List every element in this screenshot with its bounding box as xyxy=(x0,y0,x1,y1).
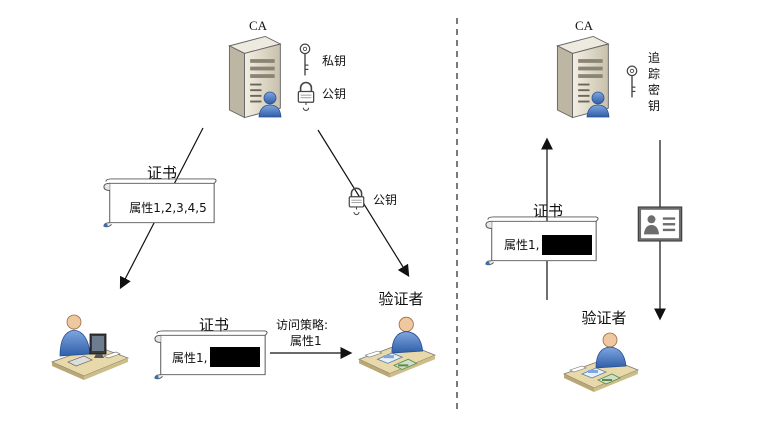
right-verifier-icon xyxy=(563,332,639,393)
private-key-label: 私钥 xyxy=(322,54,346,68)
id-card-icon xyxy=(637,206,683,242)
trace-key-char-1: 追 xyxy=(648,50,660,65)
right-certificate-redaction xyxy=(542,235,592,255)
certificate-bottom-redaction xyxy=(210,347,260,367)
certificate-top-content: 属性1,2,3,4,5 xyxy=(129,201,206,215)
trace-key-char-4: 钥 xyxy=(648,99,660,113)
left-panel: CA 私钥 公钥 证书 属性1,2,3,4,5 公钥 证书 属性1, 访问策略:… xyxy=(51,18,436,381)
private-key-icon xyxy=(299,43,311,77)
public-key-lock-icon xyxy=(297,81,315,112)
certificate-bottom-title: 证书 xyxy=(199,316,229,334)
access-policy-line1: 访问策略: xyxy=(276,317,328,332)
public-key-transfer-label: 公钥 xyxy=(373,193,397,207)
left-verifier-icon xyxy=(358,316,436,379)
access-policy-line2: 属性1 xyxy=(290,334,322,348)
trace-key-icon xyxy=(626,65,638,99)
certificate-bottom-content: 属性1, xyxy=(172,351,207,365)
user-icon xyxy=(51,314,129,381)
left-verifier-label: 验证者 xyxy=(378,290,423,308)
left-ca-label: CA xyxy=(249,18,268,33)
trace-key-char-2: 踪 xyxy=(648,67,660,81)
right-certificate-content: 属性1, xyxy=(504,238,539,252)
right-ca-label: CA xyxy=(575,18,594,33)
trace-key-char-3: 密 xyxy=(648,82,660,97)
right-certificate-title: 证书 xyxy=(533,202,563,220)
right-panel: CA 追 踪 密 钥 证书 属性1, 验证者 xyxy=(485,18,683,393)
certificate-top-title: 证书 xyxy=(147,164,177,182)
public-key-label: 公钥 xyxy=(322,87,346,101)
right-verifier-label: 验证者 xyxy=(581,309,626,327)
